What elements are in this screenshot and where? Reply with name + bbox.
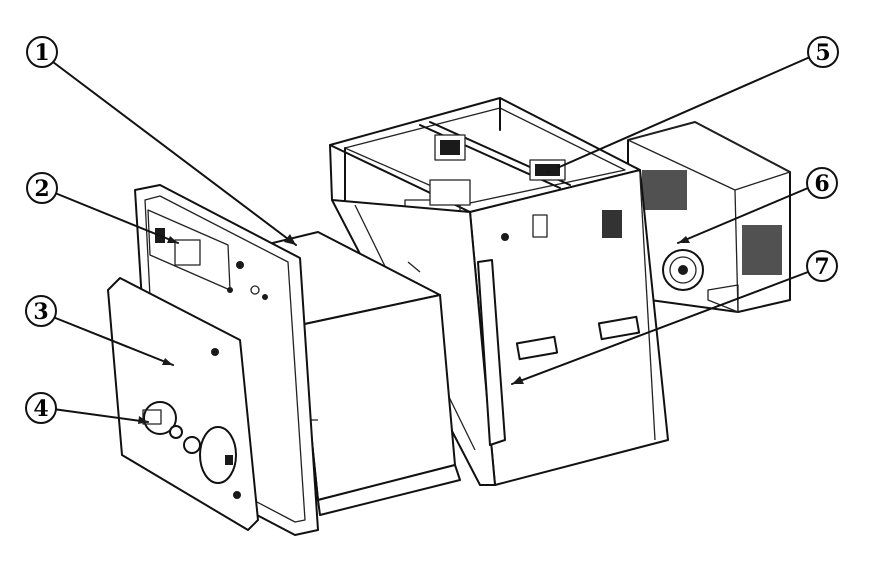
handle-left: [515, 335, 559, 361]
callout-3: 3: [25, 295, 57, 327]
callout-4: 4: [25, 392, 57, 424]
leader-line-7: [511, 271, 809, 385]
leader-line-1: [52, 61, 297, 246]
leader-line-3: [52, 316, 174, 366]
side-vent: [602, 210, 622, 238]
round-window: [199, 426, 237, 484]
callout-label-5: 5: [815, 40, 830, 66]
callout-label-1: 1: [34, 40, 49, 66]
leader-lines: [52, 56, 811, 424]
connector-group: [142, 401, 201, 454]
callout-label-7: 7: [814, 254, 829, 280]
fan-icon: [662, 249, 704, 291]
callout-label-4: 4: [33, 396, 48, 422]
leader-line-6: [677, 187, 809, 244]
internal-components: [404, 134, 566, 236]
vent-grille-right: [742, 225, 782, 275]
handle-right: [597, 315, 641, 341]
callout-label-2: 2: [34, 176, 49, 202]
callout-2: 2: [26, 172, 58, 204]
vent-grille-left: [642, 170, 687, 210]
callout-6: 6: [806, 167, 838, 199]
leader-line-4: [52, 408, 149, 423]
callout-label-6: 6: [814, 171, 829, 197]
callout-1: 1: [26, 36, 58, 68]
leader-line-2: [54, 192, 179, 244]
front-cover-plate: [107, 277, 259, 531]
callout-7: 7: [806, 250, 838, 282]
callout-label-3: 3: [33, 299, 48, 325]
display-window: [147, 209, 231, 291]
control-knobs: [227, 261, 268, 300]
callout-5: 5: [807, 36, 839, 68]
leader-line-5: [547, 56, 811, 173]
fan-module: [627, 121, 791, 313]
